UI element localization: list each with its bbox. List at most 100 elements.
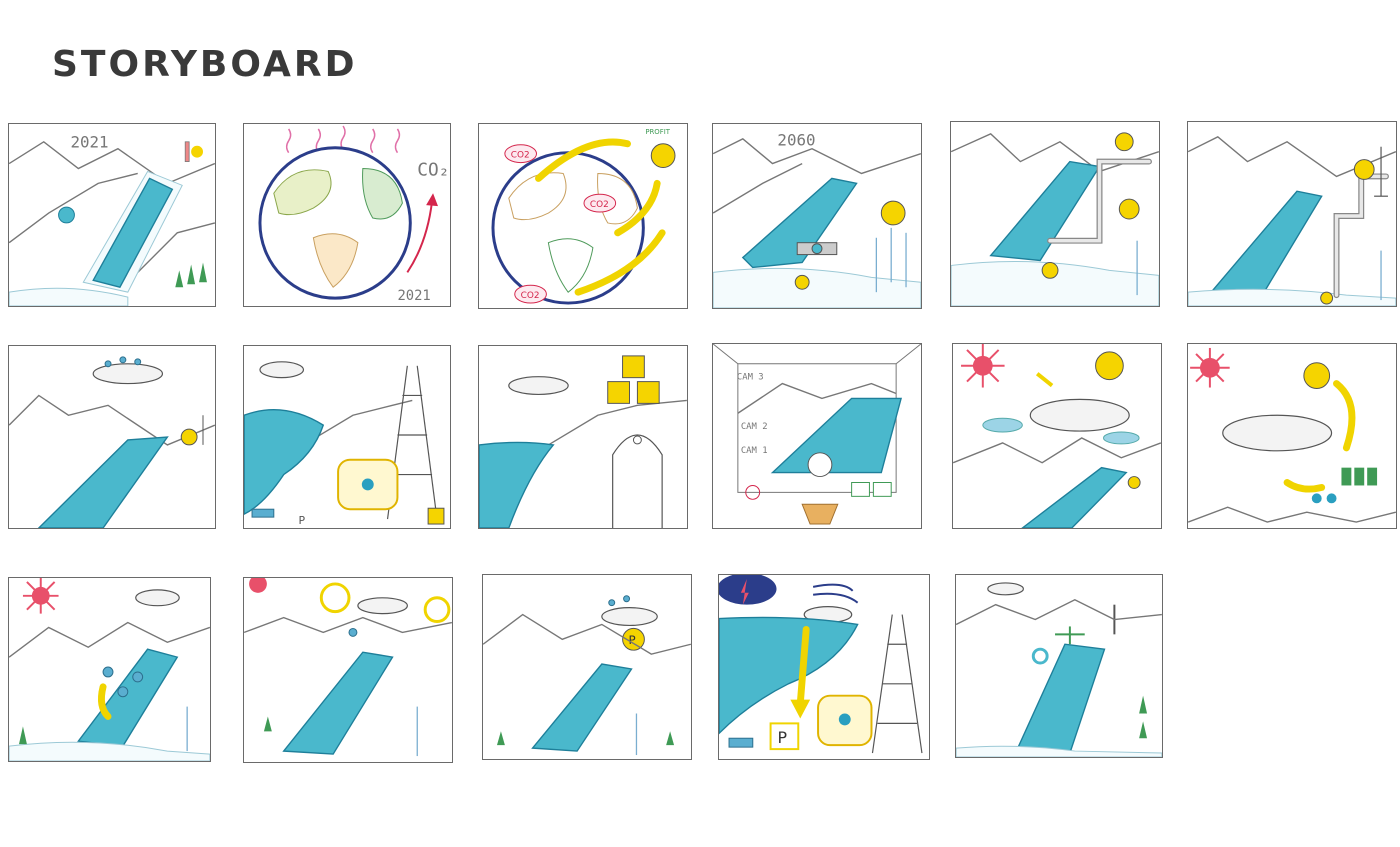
recycle-icon (1031, 647, 1049, 665)
observation-tower-icon (871, 614, 923, 754)
drone-swarm-icon (102, 666, 144, 698)
snowflake-icon (1118, 198, 1140, 220)
svg-text:PROFIT: PROFIT (645, 128, 670, 136)
co2-cloud-icon: CO2 (504, 144, 537, 164)
storyboard-panel-6 (1187, 121, 1397, 307)
rising-arrow-icon (406, 193, 438, 273)
camera-label: CAM 1 (741, 446, 768, 456)
pine-tree-icon (263, 716, 272, 732)
pine-tree-icon (18, 726, 27, 745)
tools-icon (427, 507, 445, 525)
panel-year-label: 2021 (397, 288, 430, 304)
parking-sign: P (622, 627, 645, 651)
airship-icon (259, 361, 305, 379)
pump-station-icon (796, 242, 838, 256)
parking-sign: P (299, 514, 306, 527)
storm-cloud-icon (719, 575, 777, 605)
airship-icon (508, 376, 569, 396)
sun-icon (249, 578, 267, 593)
melting-glacier-icon (58, 206, 75, 224)
power-tower-icon (1374, 146, 1388, 197)
water-drop-icon (794, 274, 810, 290)
svg-text:P: P (629, 633, 636, 647)
drone-swarm-icon (104, 356, 142, 368)
svg-text:P: P (778, 728, 788, 747)
battery-icon (1341, 467, 1378, 486)
drone-icon (728, 737, 754, 748)
money-bag-icon: PROFIT (645, 128, 676, 169)
sun-icon (22, 578, 59, 614)
water-tank-icon (817, 694, 873, 747)
weather-station-icon (180, 415, 204, 446)
weather-station-icon (1127, 476, 1141, 489)
svg-text:CO2: CO2 (521, 291, 540, 301)
water-drop-icon (423, 596, 451, 624)
airship-icon (92, 363, 164, 385)
storyboard-panel-17 (955, 574, 1163, 758)
storyboard-panel-14 (243, 577, 453, 763)
parking-sign: P (769, 722, 800, 751)
storyboard-panel-16: P (718, 574, 930, 760)
pine-tree-icon (175, 262, 207, 288)
yellow-arrow (1333, 380, 1356, 452)
solar-panel-icon (1303, 362, 1331, 390)
yellow-arrow (535, 138, 631, 182)
airship-icon (1222, 414, 1333, 452)
storyboard-panel-4: 2060 (712, 123, 922, 309)
storyboard-panel-5 (950, 121, 1160, 307)
co2-label: CO₂ (417, 159, 449, 180)
svg-text:P: P (299, 514, 306, 527)
drone-icon (348, 627, 358, 637)
storyboard-panel-3: CO2 CO2 CO2 PROFIT (478, 123, 688, 309)
storyboard-panel-8: P (243, 345, 451, 529)
thermometer-sun-icon (184, 141, 203, 162)
water-drop-icon (1320, 291, 1334, 305)
panel-year-label: 2060 (777, 131, 815, 150)
storyboard-panel-1: 2021 (8, 123, 216, 307)
panel-year-label: 2021 (70, 133, 108, 152)
target-icon (745, 484, 761, 500)
co2-cloud-icon: CO2 (583, 193, 617, 213)
monitoring-badges-icon (607, 355, 660, 404)
svg-text:CO2: CO2 (511, 151, 530, 161)
water-drop-icon (1114, 132, 1134, 152)
pine-tree-icon (496, 731, 675, 746)
earth-globe-icon (258, 146, 412, 300)
sun-icon (1190, 347, 1230, 388)
earth-globe-icon (491, 151, 645, 305)
wind-turbine-icon (875, 227, 907, 293)
storyboard-panel-9 (478, 345, 688, 529)
airship-icon (135, 589, 180, 607)
camera-label: CAM 3 (737, 373, 764, 383)
svg-text:CO2: CO2 (590, 200, 609, 210)
storyboard-panel-7 (8, 345, 216, 529)
co2-cloud-icon: CO2 (514, 284, 547, 304)
storyboard-panel-15: P (482, 574, 692, 760)
airship-icon (601, 607, 658, 627)
check-icon (851, 481, 892, 497)
wind-icon (812, 583, 859, 604)
operator-icon (801, 452, 839, 525)
balance-scale-icon (1055, 626, 1085, 645)
storyboard-panel-11 (952, 343, 1162, 529)
page-title: STORYBOARD (52, 44, 358, 85)
storyboard-panel-2: CO₂ 2021 (243, 123, 451, 307)
pine-tree-icon (1139, 695, 1148, 739)
energy-bolt-icon (880, 200, 906, 226)
energy-bolt-icon (1353, 159, 1375, 180)
yellow-arrow (796, 625, 810, 708)
storyboard-panel-12 (1187, 343, 1397, 529)
drone-icon (251, 508, 275, 518)
airship-icon (357, 597, 408, 615)
solar-panel-icon (1095, 351, 1124, 381)
water-drop-icon (1311, 493, 1337, 504)
drone-swarm-icon (608, 595, 631, 607)
water-drop-icon (1041, 261, 1059, 279)
camera-label: CAM 2 (741, 422, 768, 432)
airship-icon (1029, 398, 1130, 432)
water-tank-icon (337, 458, 399, 511)
control-dome-icon (612, 434, 663, 528)
airship-icon (987, 582, 1024, 596)
sun-icon (961, 344, 1005, 388)
storyboard-panel-10: CAM 3 CAM 2 CAM 1 (712, 343, 922, 529)
